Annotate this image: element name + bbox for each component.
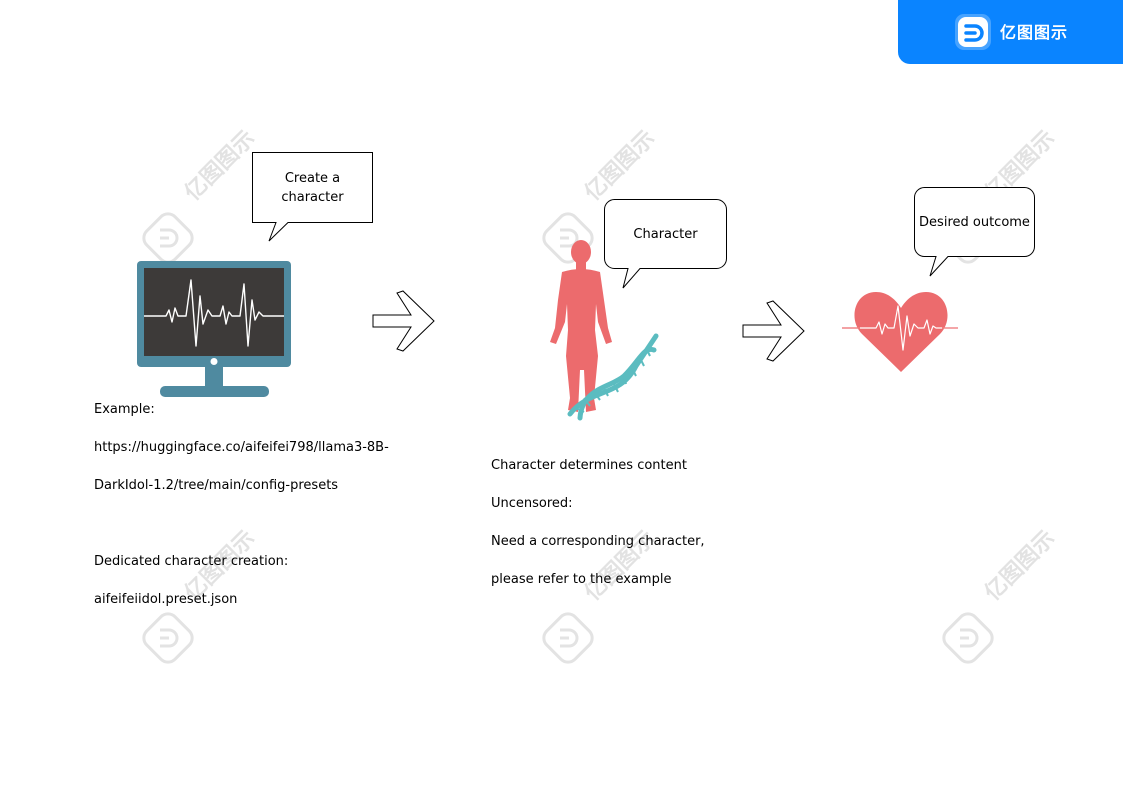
watermark: 亿图图示 bbox=[138, 526, 268, 690]
note-line: please refer to the example bbox=[491, 572, 672, 587]
character-callout: Character bbox=[604, 199, 728, 291]
human-dna-icon bbox=[550, 240, 659, 421]
watermark-text: 亿图图示 bbox=[980, 526, 1061, 606]
watermark-logo-icon bbox=[942, 612, 994, 664]
callout-shape bbox=[252, 152, 373, 242]
watermark-text: 亿图图示 bbox=[180, 126, 261, 206]
edraw-logo-icon bbox=[955, 14, 991, 50]
watermark-text: 亿图图示 bbox=[580, 126, 661, 206]
monitor-heartbeat-icon bbox=[137, 261, 291, 397]
example-label: Example: bbox=[94, 402, 155, 417]
arrow-right-icon bbox=[372, 290, 435, 352]
desired-outcome-callout: Desired outcome bbox=[914, 187, 1036, 279]
brand-badge: 亿图图示 bbox=[898, 0, 1123, 64]
watermark: 亿图图示 bbox=[538, 526, 668, 690]
note-line: Character determines content bbox=[491, 458, 687, 473]
arrow-right-icon bbox=[742, 300, 805, 362]
example-url-line-2: DarkIdol-1.2/tree/main/config-presets bbox=[94, 478, 339, 493]
note-spacer bbox=[94, 514, 394, 533]
callout-label: Character bbox=[633, 227, 698, 242]
create-character-note: Example: https://huggingface.co/aifeifei… bbox=[94, 381, 394, 628]
dedicated-label: Dedicated character creation: bbox=[94, 554, 289, 569]
callout-label: Desired outcome bbox=[919, 215, 1030, 230]
character-note: Character determines content Uncensored:… bbox=[491, 437, 751, 608]
watermark-logo-icon bbox=[142, 212, 194, 264]
watermark: 亿图图示 bbox=[138, 126, 268, 290]
watermark-logo-icon bbox=[142, 612, 194, 664]
callout-shape bbox=[914, 187, 1035, 277]
watermark-logo-icon bbox=[542, 612, 594, 664]
example-url-line-1: https://huggingface.co/aifeifei798/llama… bbox=[94, 440, 389, 455]
callout-label: Create a character bbox=[281, 171, 344, 205]
brand-name: 亿图图示 bbox=[1000, 23, 1069, 42]
note-line: Need a corresponding character, bbox=[491, 534, 705, 549]
note-line: Uncensored: bbox=[491, 496, 573, 511]
create-character-callout: Create a character bbox=[252, 152, 374, 244]
watermark: 亿图图示 bbox=[938, 526, 1068, 690]
dedicated-file: aifeifeiidol.preset.json bbox=[94, 592, 238, 607]
heart-pulse-icon bbox=[842, 292, 958, 372]
callout-shape bbox=[604, 199, 727, 289]
